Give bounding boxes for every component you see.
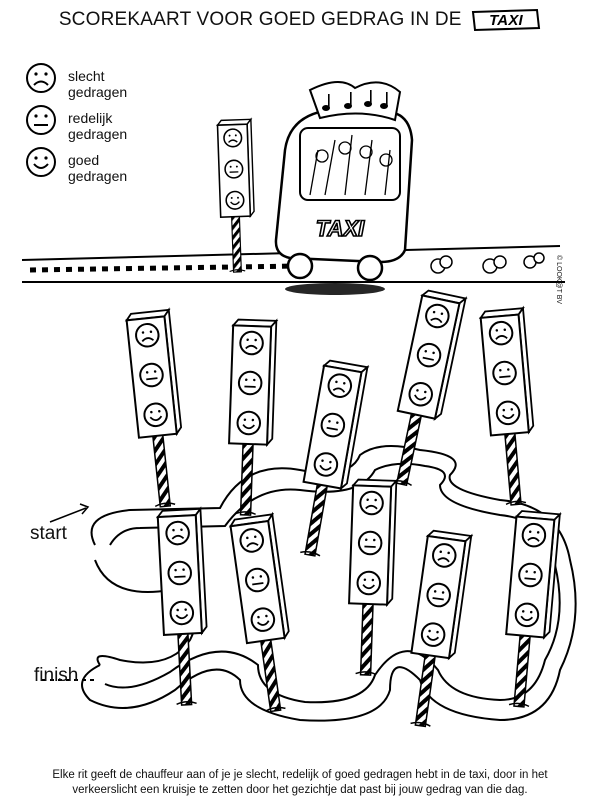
- music-notes-icon: [308, 81, 402, 122]
- traffic-light-upper: [217, 119, 256, 272]
- traffic-light-9: [402, 530, 472, 729]
- traffic-light-2: [227, 319, 277, 515]
- neutral-face-icon: [26, 105, 56, 135]
- traffic-light-10: [500, 511, 560, 709]
- instructions-line-1: Elke rit geeft de chauffeur aan of je je…: [52, 769, 548, 781]
- taxi-logo: TAXI: [472, 8, 541, 32]
- page-title: SCOREKAART VOOR GOED GEDRAG IN DE TAXI: [0, 8, 600, 32]
- finish-label: finish: [34, 665, 79, 686]
- traffic-light-6: [157, 509, 210, 706]
- copyright: © LOOK@T BV: [555, 255, 562, 305]
- start-label: start: [30, 523, 67, 544]
- taxi-sign: TAXI: [316, 216, 365, 241]
- traffic-light-8: [347, 479, 397, 675]
- legend-label-sad: slecht gedragen: [68, 68, 128, 100]
- instructions-line-2: verkeerslicht een kruisje te zetten door…: [72, 784, 528, 796]
- maze-path: [42, 445, 577, 722]
- instructions: Elke rit geeft de chauffeur aan of je je…: [20, 768, 580, 798]
- taxi-logo-text: TAXI: [489, 12, 523, 29]
- traffic-light-1: [126, 310, 189, 508]
- legend-label-happy: goed gedragen: [68, 152, 128, 184]
- taxi-bus: TAXI: [274, 81, 414, 282]
- happy-face-icon: [26, 147, 56, 177]
- legend-label-neutral: redelijk gedragen: [68, 110, 128, 142]
- traffic-light-5: [480, 308, 540, 506]
- title-text: SCOREKAART VOOR GOED GEDRAG IN DE: [58, 9, 462, 31]
- sad-face-icon: [26, 63, 56, 93]
